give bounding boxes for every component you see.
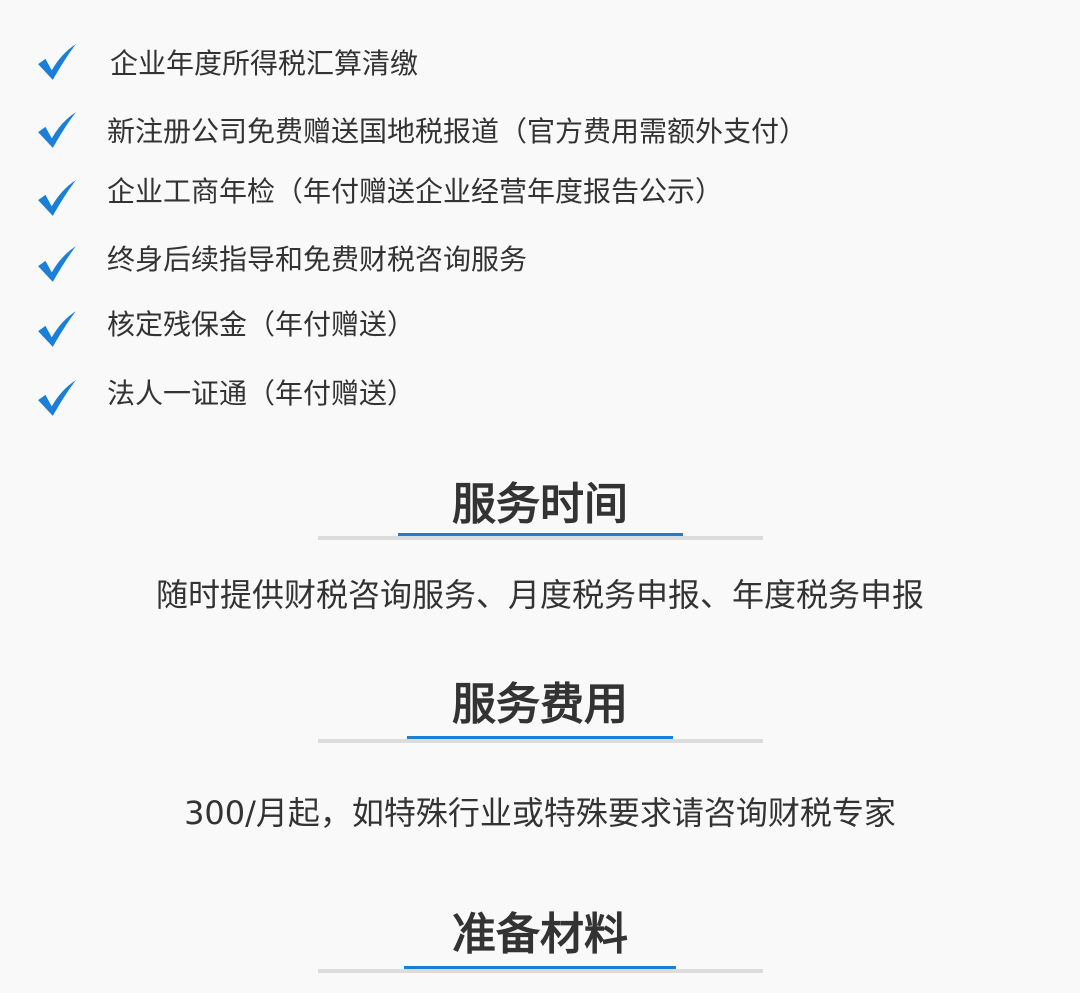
checklist-item-label: 终身后续指导和免费财税咨询服务 [107, 243, 528, 276]
section-divider-accent [407, 736, 673, 739]
checklist-item-label: 新注册公司免费赠送国地税报道（官方费用需额外支付） [107, 115, 808, 148]
check-icon [38, 180, 76, 216]
section-title: 准备材料 [452, 909, 628, 960]
check-icon [38, 380, 76, 416]
check-icon [38, 246, 76, 282]
checklist-item: 企业工商年检（年付赠送企业经营年度报告公示） [36, 168, 724, 216]
checklist-item: 企业年度所得税汇算清缴 [36, 40, 418, 84]
checklist-item-label: 企业工商年检（年付赠送企业经营年度报告公示） [107, 175, 724, 208]
section-divider-accent [398, 533, 683, 536]
section-body: 300/月起，如特殊行业或特殊要求请咨询财税专家 [184, 794, 896, 832]
section-divider-accent [404, 966, 676, 969]
check-icon [38, 311, 76, 347]
check-icon [38, 44, 76, 80]
checklist-item: 核定残保金（年付赠送） [36, 301, 416, 347]
section-divider [318, 536, 763, 540]
checklist-item-label: 核定残保金（年付赠送） [107, 308, 416, 341]
checklist-item: 新注册公司免费赠送国地税报道（官方费用需额外支付） [36, 108, 807, 152]
section-body: 随时提供财税咨询服务、月度税务申报、年度税务申报 [155, 576, 924, 614]
section-title: 服务时间 [452, 479, 628, 530]
checklist-item: 法人一证通（年付赠送） [36, 370, 416, 416]
section-title: 服务费用 [452, 679, 628, 730]
checklist-item-label: 企业年度所得税汇算清缴 [110, 47, 419, 80]
checklist-item: 终身后续指导和免费财税咨询服务 [36, 236, 528, 282]
checklist-item-label: 法人一证通（年付赠送） [107, 377, 416, 410]
check-icon [38, 112, 76, 148]
section-divider [318, 739, 763, 743]
section-divider [318, 969, 763, 973]
